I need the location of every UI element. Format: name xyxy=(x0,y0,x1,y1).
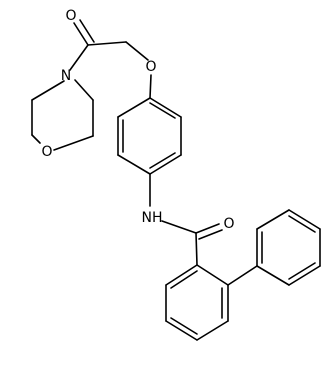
bond xyxy=(117,97,151,118)
bond xyxy=(79,19,95,43)
bond xyxy=(69,44,89,71)
bond xyxy=(149,152,176,169)
bond xyxy=(73,22,89,46)
bond xyxy=(195,232,198,266)
morpholine-oxygen-label: O xyxy=(41,144,52,160)
carbonyl-oxygen-label: O xyxy=(65,8,76,24)
amide-nh-label: NH xyxy=(142,210,163,226)
ether-oxygen-label: O xyxy=(145,59,156,75)
atom-labels: O N O O NH O xyxy=(41,8,234,232)
bond xyxy=(288,262,316,280)
bond xyxy=(165,320,198,341)
bond xyxy=(161,220,197,234)
bond xyxy=(125,41,149,61)
bond xyxy=(165,264,198,286)
morpholine-nitrogen-label: N xyxy=(61,68,71,84)
bond xyxy=(31,134,41,144)
bond xyxy=(87,41,127,46)
bond xyxy=(149,74,152,99)
bond xyxy=(198,229,223,240)
bond xyxy=(149,102,176,119)
bond xyxy=(196,320,229,341)
bond xyxy=(149,97,182,118)
bond xyxy=(31,80,65,101)
bond xyxy=(117,154,151,175)
bonds xyxy=(31,19,321,341)
bond xyxy=(227,265,258,286)
bond xyxy=(170,270,198,289)
bond xyxy=(256,265,290,286)
amide-oxygen-label: O xyxy=(223,216,234,232)
bond xyxy=(53,135,94,151)
bond xyxy=(149,154,182,175)
bond xyxy=(196,264,229,286)
bond xyxy=(170,317,198,335)
bond xyxy=(74,79,94,101)
bond xyxy=(288,215,316,233)
bond xyxy=(195,223,220,234)
bond xyxy=(288,265,321,286)
bond xyxy=(288,209,321,230)
bond xyxy=(256,209,290,230)
